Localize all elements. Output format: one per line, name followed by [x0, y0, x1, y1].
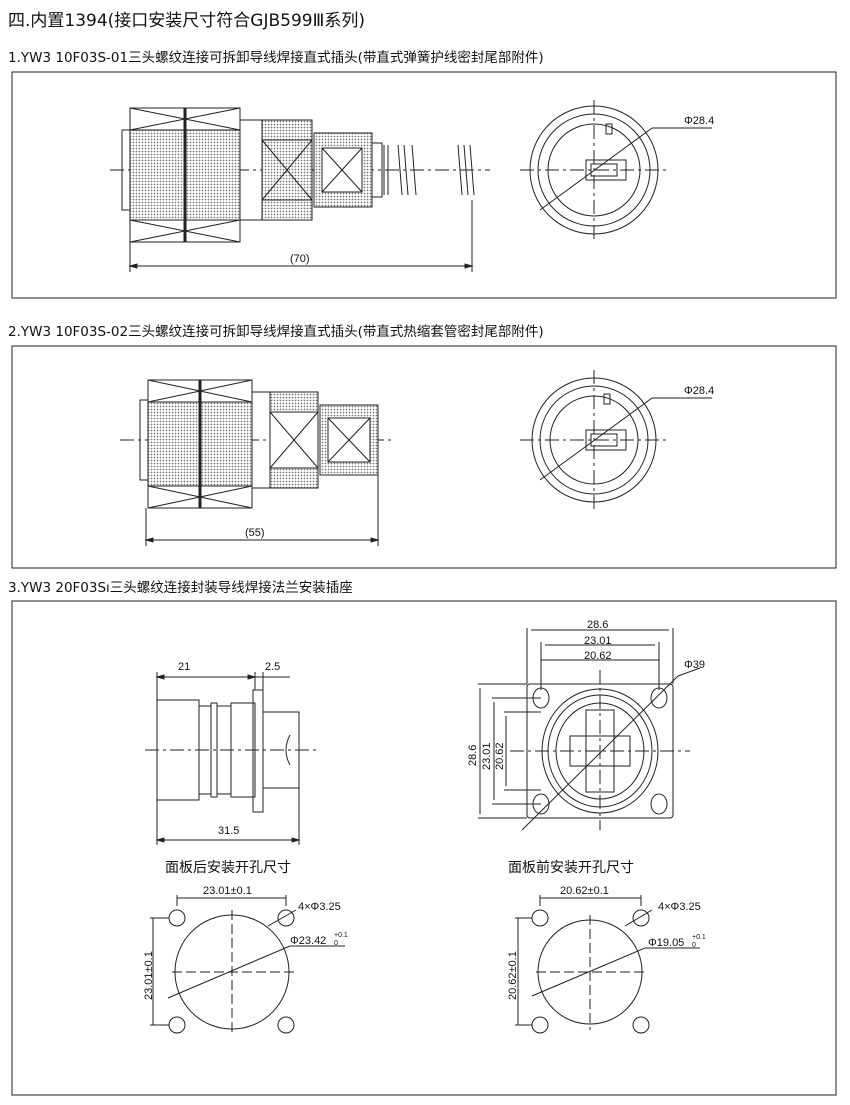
plug-1-side-view [110, 107, 490, 272]
side-dim-2-5: 2.5 [265, 661, 280, 673]
plug-1-front-view [520, 100, 712, 240]
frame-2 [11, 345, 837, 569]
rear-cutout-v-spacing: 23.01±0.1 [143, 951, 155, 1000]
front-dim-23-01: 23.01 [584, 635, 612, 647]
rear-cutout-spacing: 23.01±0.1 [203, 885, 252, 897]
front-panel-cutout [515, 895, 700, 1034]
section-1-title: 1.YW3 10F03S-01三头螺纹连接可拆卸导线焊接直式插头(带直式弹簧护线… [8, 50, 544, 66]
plug-2-diameter-dim: Φ28.4 [684, 385, 714, 397]
rear-cutout-holes: 4×Φ3.25 [298, 901, 341, 913]
plug-1-diameter-dim: Φ28.4 [684, 115, 714, 127]
rear-cutout-title: 面板后安装开孔尺寸 [165, 860, 291, 876]
front-cutout-dia: Φ19.05 [648, 937, 684, 949]
frame-1 [11, 71, 837, 299]
side-dim-31-5: 31.5 [218, 825, 239, 837]
front-dim-dia-39: Φ39 [684, 659, 705, 671]
front-dim-28-6: 28.6 [587, 619, 608, 631]
receptacle-front-view [478, 628, 701, 831]
receptacle-side-view [145, 672, 320, 845]
side-dim-21: 21 [178, 661, 190, 673]
rear-panel-cutout [150, 895, 345, 1034]
section-3-title: 3.YW3 20F03Sı三头螺纹连接封装导线焊接法兰安装插座 [8, 580, 353, 596]
front-cutout-spacing: 20.62±0.1 [560, 885, 609, 897]
front-dim-v-23-01: 23.01 [481, 742, 493, 770]
plug-2-front-view [520, 370, 712, 510]
front-cutout-v-spacing: 20.62±0.1 [507, 951, 519, 1000]
front-cutout-tol: +0.1 [692, 934, 706, 941]
rear-cutout-tol0: 0 [334, 940, 338, 947]
page-title: 四.内置1394(接口安装尺寸符合GJB599Ⅲ系列) [8, 11, 365, 31]
front-dim-20-62: 20.62 [584, 650, 612, 662]
front-cutout-tol0: 0 [692, 942, 696, 949]
plug-2-length-dim: (55) [245, 527, 265, 539]
front-cutout-holes: 4×Φ3.25 [658, 901, 701, 913]
front-cutout-title: 面板前安装开孔尺寸 [508, 859, 634, 876]
plug-1-length-dim: (70) [290, 253, 310, 265]
plug-2-side-view [120, 379, 395, 546]
frame-3 [11, 600, 837, 1096]
front-dim-v-20-62: 20.62 [494, 742, 506, 770]
section-2-title: 2.YW3 10F03S-02三头螺纹连接可拆卸导线焊接直式插头(带直式热缩套管… [8, 324, 544, 340]
front-dim-v-28-6: 28.6 [467, 745, 479, 766]
rear-cutout-tol: +0.1 [334, 932, 348, 939]
rear-cutout-dia: Φ23.42 [290, 935, 326, 947]
